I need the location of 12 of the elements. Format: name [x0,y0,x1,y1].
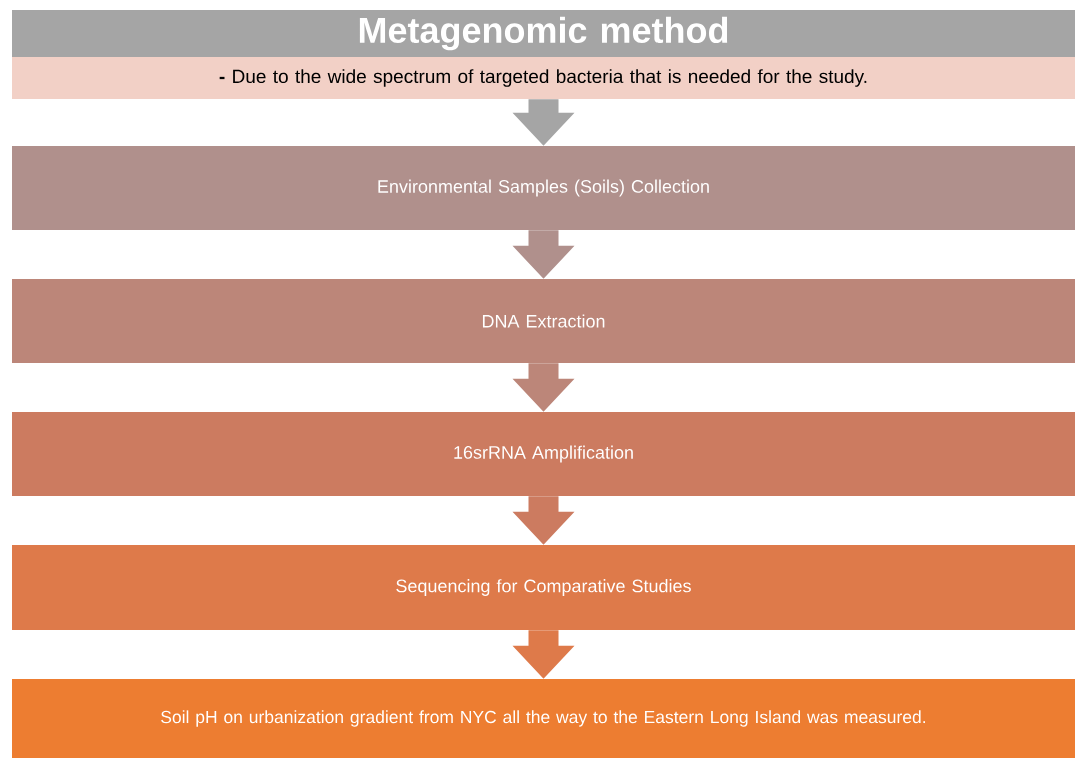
title-band: Metagenomic method [12,10,1075,57]
process-box: 16srRNA Amplification [12,412,1075,496]
block-arrow [512,99,575,146]
note-band: - Due to the wide spectrum of targeted bacteria that is needed for the study. [12,57,1075,99]
block-arrow [512,630,575,679]
process-box: Soil pH on urbanization gradient from NYC all the way to the Eastern Long Island was measured. [12,679,1075,758]
block-arrow [512,363,575,412]
process-box: Environmental Samples (Soils) Collection [12,146,1075,230]
process-box: Sequencing for Comparative Studies [12,545,1075,630]
block-arrow [512,496,575,545]
block-arrow [512,230,575,279]
process-box: DNA Extraction [12,279,1075,363]
